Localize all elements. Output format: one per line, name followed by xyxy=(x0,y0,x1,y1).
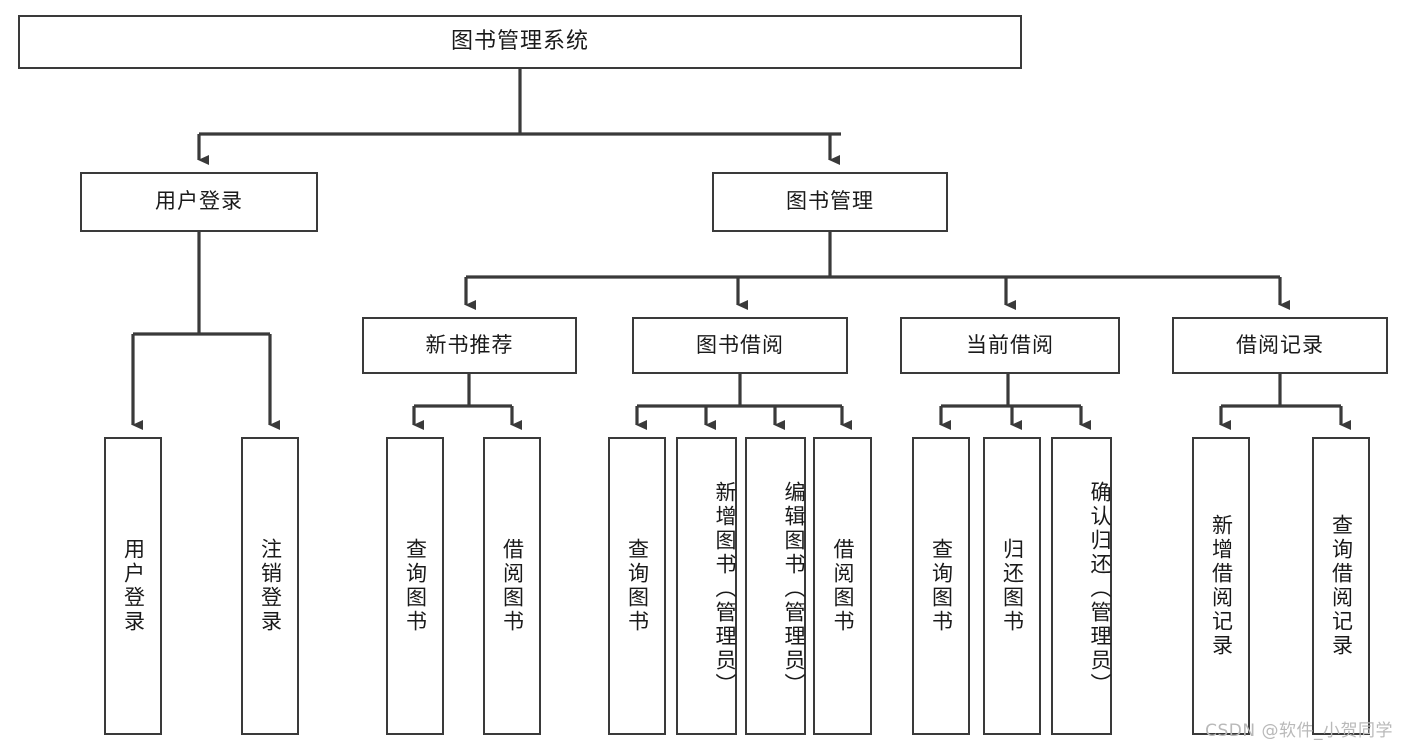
node-leaf-add-book-admin[interactable]: 新增图书（管理员） xyxy=(676,437,737,735)
node-leaf-query-book-recommend[interactable]: 查询图书 xyxy=(386,437,444,735)
node-leaf-add-borrow-record[interactable]: 新增借阅记录 xyxy=(1192,437,1250,735)
node-label: 图书借阅 xyxy=(696,332,784,357)
node-label: 查询图书 xyxy=(625,538,650,634)
node-leaf-edit-book-admin[interactable]: 编辑图书（管理员） xyxy=(745,437,806,735)
node-leaf-user-login[interactable]: 用户登录 xyxy=(104,437,162,735)
node-label: 新增借阅记录 xyxy=(1209,514,1234,658)
node-current-borrow[interactable]: 当前借阅 xyxy=(900,317,1120,374)
node-leaf-borrow-book[interactable]: 借阅图书 xyxy=(813,437,872,735)
node-book-manage[interactable]: 图书管理 xyxy=(712,172,948,232)
node-leaf-borrow-book-recommend[interactable]: 借阅图书 xyxy=(483,437,541,735)
node-label: 借阅记录 xyxy=(1236,332,1324,357)
node-label: 查询图书 xyxy=(929,538,954,634)
node-user-login[interactable]: 用户登录 xyxy=(80,172,318,232)
node-label: 用户登录 xyxy=(121,538,146,634)
node-label: 查询图书 xyxy=(403,538,428,634)
node-label: 编辑图书（管理员） xyxy=(782,481,806,697)
node-leaf-query-book-borrow[interactable]: 查询图书 xyxy=(608,437,666,735)
node-label: 新增图书（管理员） xyxy=(713,481,737,697)
node-leaf-query-borrow-record[interactable]: 查询借阅记录 xyxy=(1312,437,1370,735)
node-label: 图书管理系统 xyxy=(450,28,589,54)
node-label: 注销登录 xyxy=(258,538,283,634)
watermark-text: CSDN @软件_小贺同学 xyxy=(1205,721,1393,741)
node-label: 新书推荐 xyxy=(425,332,514,357)
node-book-borrow[interactable]: 图书借阅 xyxy=(632,317,848,374)
node-root-图书管理系统[interactable]: 图书管理系统 xyxy=(18,15,1022,69)
node-leaf-query-book-current[interactable]: 查询图书 xyxy=(912,437,970,735)
node-new-book-recommend[interactable]: 新书推荐 xyxy=(362,317,577,374)
node-label: 确认归还（管理员） xyxy=(1088,481,1112,697)
node-label: 查询借阅记录 xyxy=(1329,514,1354,658)
node-label: 图书管理 xyxy=(786,189,874,214)
node-leaf-return-book[interactable]: 归还图书 xyxy=(983,437,1041,735)
node-leaf-confirm-return-admin[interactable]: 确认归还（管理员） xyxy=(1051,437,1112,735)
node-label: 当前借阅 xyxy=(966,332,1054,357)
node-label: 借阅图书 xyxy=(500,538,525,634)
node-borrow-record[interactable]: 借阅记录 xyxy=(1172,317,1388,374)
node-leaf-user-logout[interactable]: 注销登录 xyxy=(241,437,299,735)
node-label: 归还图书 xyxy=(1000,538,1025,634)
node-label: 借阅图书 xyxy=(831,538,855,634)
node-label: 用户登录 xyxy=(155,189,243,214)
